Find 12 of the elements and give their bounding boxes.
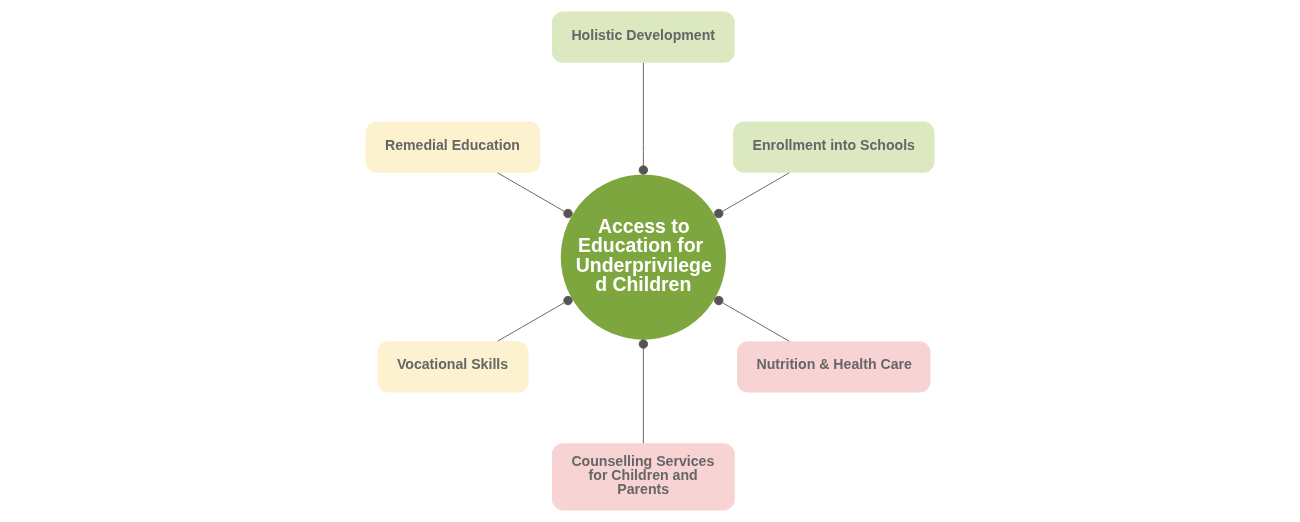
connector bbox=[714, 172, 790, 219]
connector bbox=[714, 295, 790, 342]
connector bbox=[497, 172, 573, 219]
connector bbox=[638, 339, 649, 444]
node-box: Counselling Services for Children and Parents bbox=[551, 443, 735, 511]
node-box: Vocational Skills bbox=[377, 341, 529, 393]
node-box: Enrollment into Schools bbox=[733, 121, 935, 173]
connector bbox=[638, 62, 649, 175]
connector bbox=[497, 295, 573, 342]
node-box: Nutrition & Health Care bbox=[737, 341, 931, 393]
node-box: Holistic Development bbox=[551, 11, 735, 63]
node-box: Remedial Education bbox=[365, 121, 541, 173]
